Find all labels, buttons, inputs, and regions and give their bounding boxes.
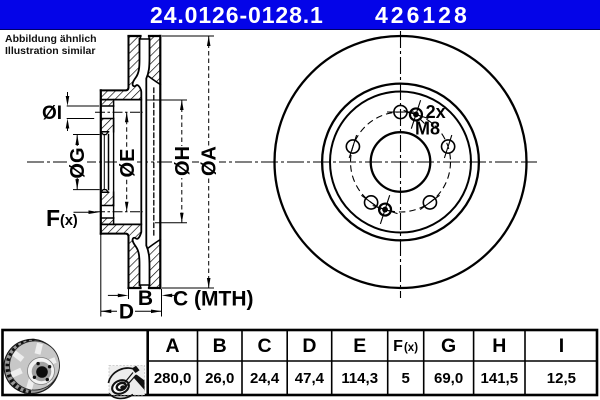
svg-text:114,3: 114,3	[341, 370, 378, 387]
svg-text:ØI: ØI	[42, 103, 62, 124]
svg-text:H: H	[492, 335, 506, 357]
svg-text:24,4: 24,4	[250, 370, 280, 387]
svg-text:F: F	[393, 338, 403, 355]
svg-text:12,5: 12,5	[547, 370, 576, 387]
svg-text:47,4: 47,4	[295, 370, 325, 387]
svg-text:C: C	[258, 335, 272, 357]
svg-text:280,0: 280,0	[154, 370, 192, 387]
svg-text:ØE: ØE	[117, 149, 139, 178]
svg-text:Illustration similar: Illustration similar	[5, 45, 95, 57]
svg-text:A: A	[166, 335, 180, 357]
svg-text:ØA: ØA	[199, 146, 221, 176]
svg-text:I: I	[559, 335, 564, 357]
svg-text:E: E	[353, 335, 366, 357]
svg-text:ØH: ØH	[172, 146, 194, 176]
svg-text:Abbildung ähnlich: Abbildung ähnlich	[5, 33, 97, 45]
svg-text:C (MTH): C (MTH)	[173, 288, 253, 311]
svg-text:ØG: ØG	[67, 147, 89, 178]
svg-text:F: F	[46, 205, 60, 231]
svg-text:M8: M8	[415, 119, 440, 139]
svg-text:2x: 2x	[426, 102, 446, 122]
svg-text:D: D	[119, 301, 134, 324]
svg-text:5: 5	[402, 370, 410, 387]
svg-text:D: D	[302, 335, 316, 357]
svg-text:26,0: 26,0	[205, 370, 234, 387]
svg-text:426128: 426128	[375, 2, 470, 28]
svg-text:B: B	[213, 335, 227, 357]
svg-text:(x): (x)	[60, 213, 78, 229]
svg-text:24.0126-0128.1: 24.0126-0128.1	[150, 2, 324, 28]
svg-text:69,0: 69,0	[434, 370, 463, 387]
svg-text:G: G	[441, 335, 456, 357]
svg-text:141,5: 141,5	[481, 370, 519, 387]
svg-text:B: B	[138, 287, 153, 310]
svg-text:(x): (x)	[404, 342, 418, 354]
